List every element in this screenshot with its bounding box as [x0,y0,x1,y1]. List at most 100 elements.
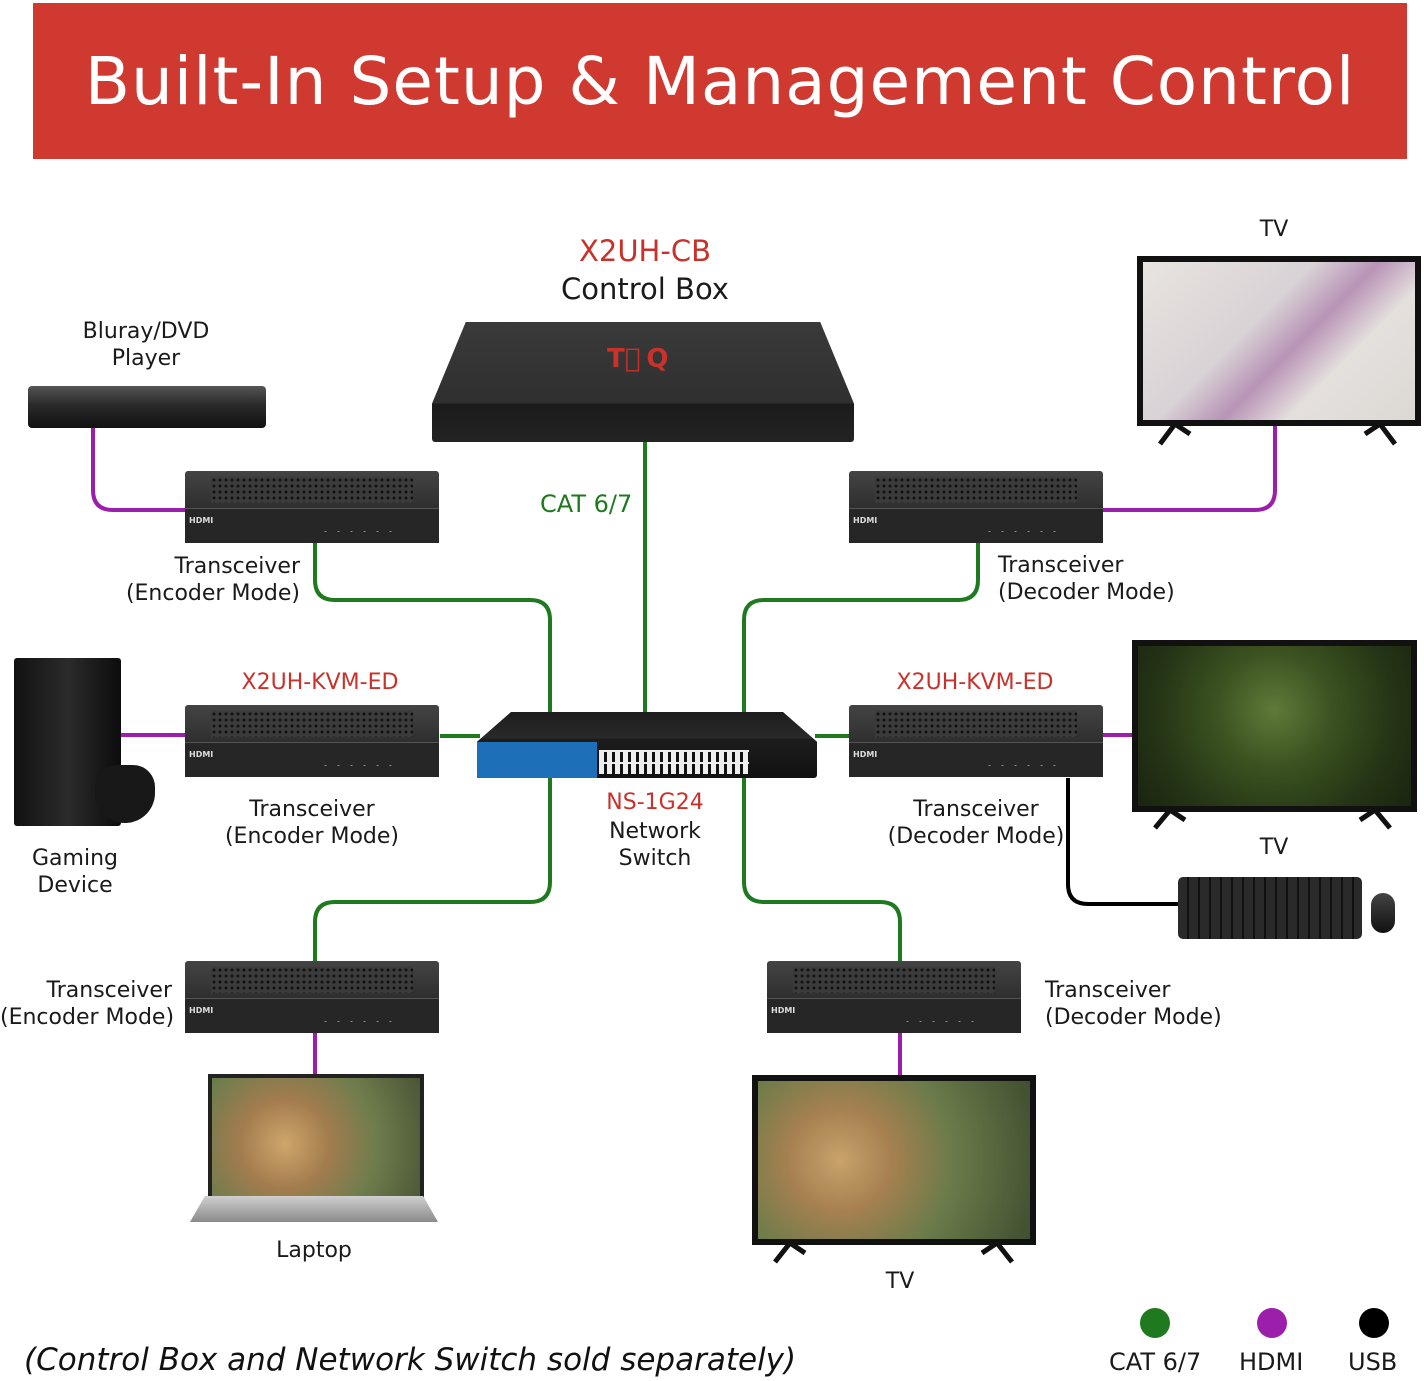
legend-hdmi-label: HDMI [1239,1348,1304,1376]
transceiver-encoder-top-label: Transceiver (Encoder Mode) [120,553,300,607]
hdmi-logo-icon: HDMI [853,750,878,759]
front-panel [849,742,1103,777]
switch-ports [599,750,749,774]
front-panel [849,508,1103,543]
transceiver-decoder-mid: HDMI [849,705,1103,777]
transceiver-decoder-bottom-label: Transceiver (Decoder Mode) [1045,977,1222,1031]
front-panel [767,998,1021,1033]
transceiver-encoder-mid-label: Transceiver (Encoder Mode) [222,796,402,850]
switch-label-line2: Switch [618,846,692,871]
label-line2: (Encoder Mode) [224,824,400,849]
status-leds [319,1020,399,1023]
tv-top-screen [1137,256,1421,426]
brand-logo-icon: T⃝Q [607,344,675,374]
legend-hdmi-dot [1257,1308,1287,1338]
label-line1: Transceiver [174,554,300,579]
hdmi-logo-icon: HDMI [189,750,214,759]
bluray-label-line1: Bluray/DVD [82,319,210,344]
label-line1: Transceiver [46,978,172,1003]
gaming-label: Gaming Device [10,845,140,899]
status-leds [319,764,399,767]
vent-grille [875,477,1077,503]
kvm-decoder-model: X2UH-KVM-ED [896,670,1054,695]
hdmi-logo-icon: HDMI [189,516,214,525]
cat-wire-dec-top [742,543,980,712]
tv-bottom-label: TV [885,1269,915,1294]
transceiver-encoder-bottom-label: Transceiver (Encoder Mode) [0,977,175,1031]
tv-bottom-legs [773,1239,1014,1264]
label-line1: Transceiver [1045,978,1171,1003]
gaming-label-line2: Device [37,873,113,898]
transceiver-encoder-bottom: HDMI [185,961,439,1033]
legend-cat-dot [1140,1308,1170,1338]
legend-usb-dot [1359,1308,1389,1338]
label-line2: (Decoder Mode) [998,580,1175,605]
front-panel [185,508,439,543]
tv-top-legs [1158,420,1397,446]
bluray-label-line2: Player [111,346,181,371]
label-line1: Transceiver [913,797,1039,822]
hdmi-wire-tv-top [1102,420,1277,512]
hdmi-wire-bluray [91,428,185,512]
transceiver-encoder-mid: HDMI [185,705,439,777]
gaming-label-line1: Gaming [32,846,118,871]
laptop-base [190,1196,438,1222]
page-title: Built-In Setup & Management Control [84,43,1356,120]
tv-bottom-screen [752,1075,1036,1245]
legend-usb-label: USB [1348,1348,1398,1376]
tv-mid-screen [1132,640,1417,812]
cat-wire-dec-bottom [742,778,902,962]
front-panel [185,998,439,1033]
transceiver-decoder-top-label: Transceiver (Decoder Mode) [998,552,1175,606]
transceiver-encoder-top: HDMI [185,471,439,543]
cat-cable-label: CAT 6/7 [540,490,633,518]
vent-grille [211,477,413,503]
laptop-screen [208,1074,424,1202]
usb-wire-keyboard [1066,778,1178,906]
control-box-label: Control Box [561,272,729,306]
mouse-icon [1371,893,1395,933]
game-controller-icon [95,765,155,823]
kvm-encoder-model: X2UH-KVM-ED [241,670,399,695]
transceiver-decoder-bottom: HDMI [767,961,1021,1033]
vent-grille [211,967,413,993]
cat-wire-enc-bottom [313,778,552,962]
status-leds [983,530,1063,533]
status-leds [901,1020,981,1023]
label-line2: (Decoder Mode) [887,824,1065,849]
label-line2: (Decoder Mode) [1045,1005,1222,1030]
switch-model: NS-1G24 [606,790,704,815]
bluray-player-device [28,386,266,428]
tv-mid-legs [1153,806,1392,830]
label-line2: (Encoder Mode) [125,581,300,606]
vent-grille [875,711,1077,737]
tv-top-label: TV [1259,217,1289,242]
status-leds [319,530,399,533]
control-box-model: X2UH-CB [579,234,711,268]
tv-mid-label: TV [1259,835,1289,860]
label-line1: Transceiver [249,797,375,822]
hdmi-logo-icon: HDMI [853,516,878,525]
hdmi-logo-icon: HDMI [189,1006,214,1015]
label-line2: (Encoder Mode) [0,1005,175,1030]
vent-grille [793,967,995,993]
footnote: (Control Box and Network Switch sold sep… [24,1342,797,1378]
switch-label: Network Switch [575,818,735,872]
switch-brand-panel [477,742,597,778]
keyboard-icon [1178,877,1362,939]
bluray-label: Bluray/DVD Player [46,318,246,372]
cat-wire-enc-top [313,543,552,712]
transceiver-decoder-top: HDMI [849,471,1103,543]
front-panel [185,742,439,777]
title-banner: Built-In Setup & Management Control [33,3,1407,159]
hdmi-logo-icon: HDMI [771,1006,796,1015]
status-leds [983,764,1063,767]
control-box-device: T⃝Q [432,322,854,442]
label-line1: Transceiver [998,553,1124,578]
network-switch-device [477,712,817,778]
laptop-label: Laptop [276,1238,352,1263]
legend-cat-label: CAT 6/7 [1109,1348,1202,1376]
transceiver-decoder-mid-label: Transceiver (Decoder Mode) [886,796,1066,850]
vent-grille [211,711,413,737]
switch-label-line1: Network [609,819,701,844]
